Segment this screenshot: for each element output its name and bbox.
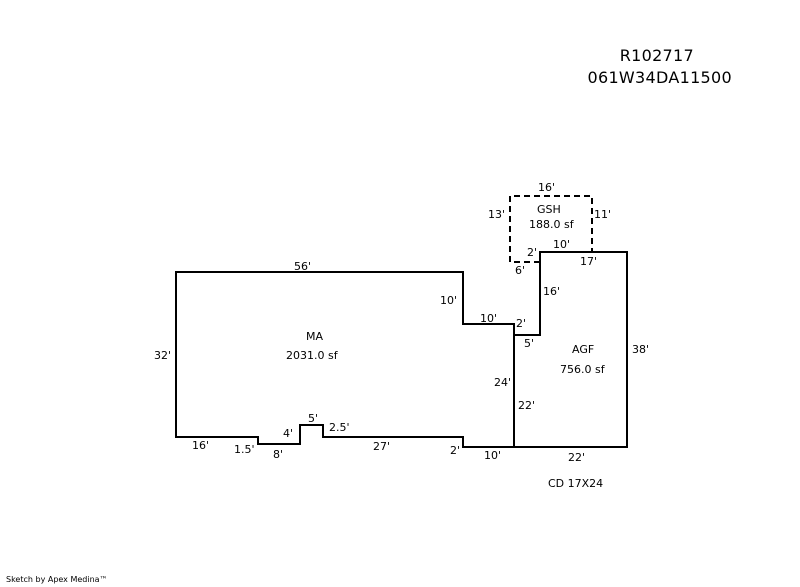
gsh-area: 188.0 sf [529, 218, 575, 231]
dim-ma-bottom-10: 10' [484, 449, 501, 462]
dim-ma-left: 32' [154, 349, 171, 362]
map-number: 061W34DA11500 [587, 68, 732, 87]
dim-ma-bottom-2-5: 2.5' [329, 421, 350, 434]
dim-ma-bottom-2: 2' [450, 444, 460, 457]
gsh-outline [509, 195, 593, 263]
dim-agf-top-17: 17' [580, 255, 597, 268]
dim-ma-right-24: 24' [494, 376, 511, 389]
ma-label: MA [306, 330, 323, 343]
ma-area: 2031.0 sf [286, 349, 339, 362]
dim-agf-step-2: 2' [516, 317, 526, 330]
dim-bump-4: 4' [283, 427, 293, 440]
dim-ma-step-down: 10' [440, 294, 457, 307]
dim-ma-bottom-16: 16' [192, 439, 209, 452]
dim-agf-bottom-22: 22' [568, 451, 585, 464]
dim-notch-1-5: 1.5' [234, 443, 255, 456]
dim-gsh-6: 6' [515, 264, 525, 277]
agf-label: AGF [572, 343, 594, 356]
dim-gsh-left-13: 13' [488, 208, 505, 221]
dim-agf-right-38: 38' [632, 343, 649, 356]
dim-agf-left-22: 22' [518, 399, 535, 412]
dim-ma-bottom-27: 27' [373, 440, 390, 453]
dim-gsh-bottom-10: 10' [553, 238, 570, 251]
agf-outline [513, 251, 628, 448]
dim-agf-step-5: 5' [524, 337, 534, 350]
dim-notch-8: 8' [273, 448, 283, 461]
agf-area: 756.0 sf [560, 363, 606, 376]
cd-note: CD 17X24 [548, 477, 603, 490]
dim-bump-5: 5' [308, 412, 318, 425]
dim-agf-left-16: 16' [543, 285, 560, 298]
dim-gsh-2: 2' [527, 246, 537, 259]
dim-gsh-top-16: 16' [538, 181, 555, 194]
dim-ma-step-across: 10' [480, 312, 497, 325]
parcel-id: R102717 [619, 46, 694, 65]
dim-ma-top: 56' [294, 260, 311, 273]
ma-outline [175, 271, 515, 448]
gsh-label: GSH [537, 203, 561, 216]
dim-gsh-right-11: 11' [594, 208, 611, 221]
sketch-credit: Sketch by Apex Medina™ [6, 575, 108, 584]
